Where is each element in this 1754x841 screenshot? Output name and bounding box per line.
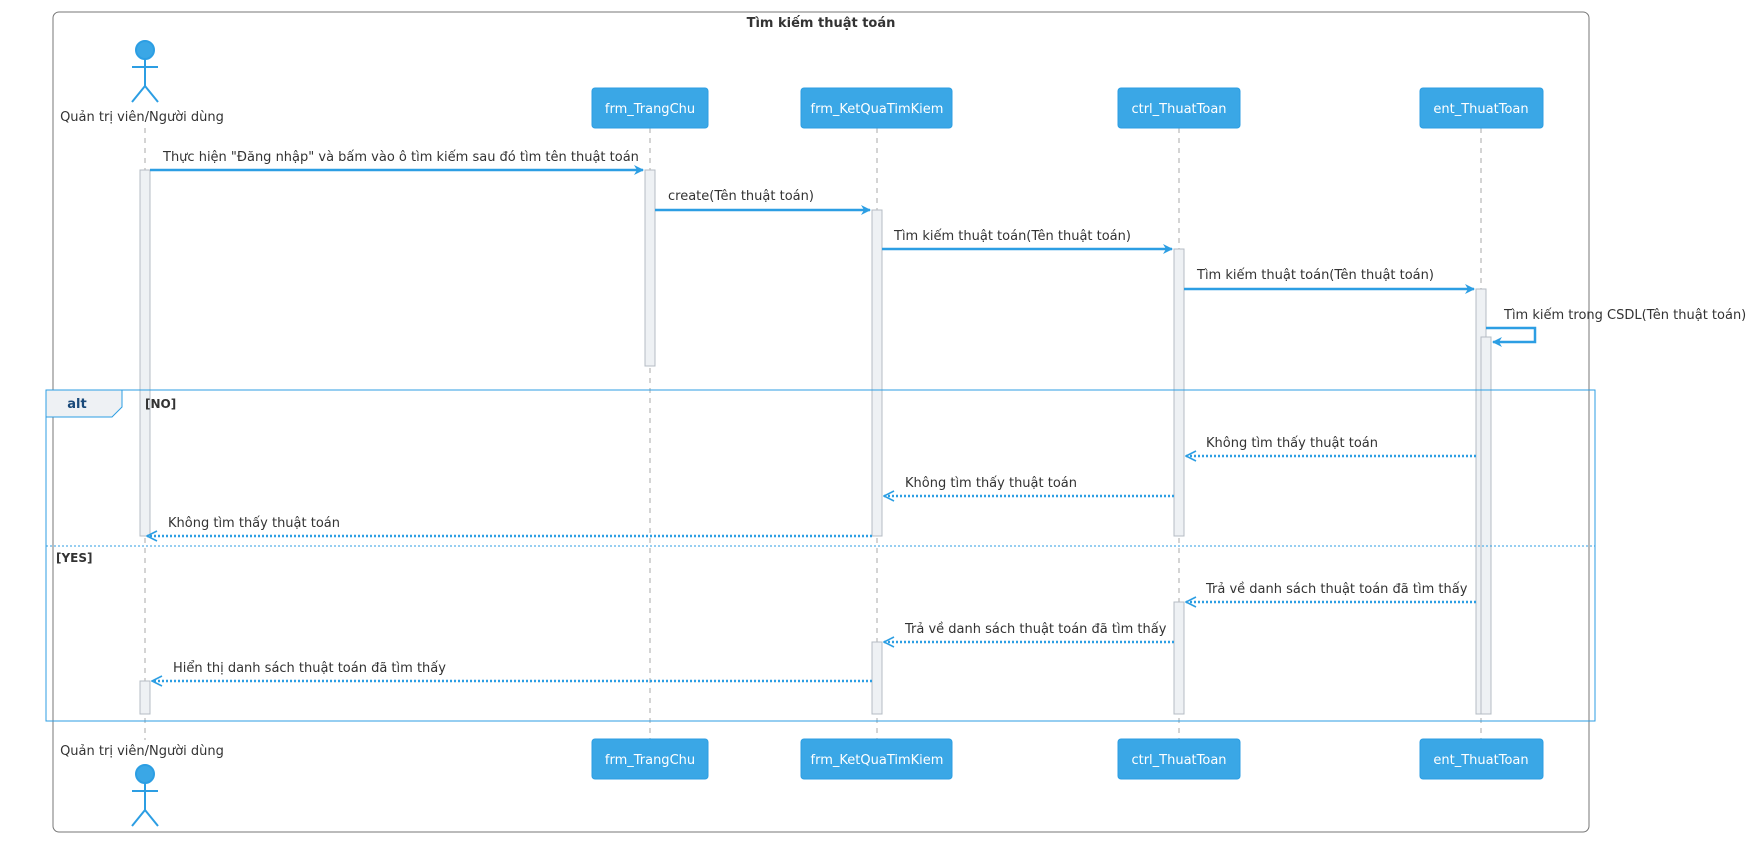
message-label: Trả về danh sách thuật toán đã tìm thấy <box>1205 582 1468 597</box>
message-label: Không tìm thấy thuật toán <box>168 516 340 531</box>
alt-guard-yes: [YES] <box>56 551 93 565</box>
message-label: Tìm kiếm thuật toán(Tên thuật toán) <box>893 229 1131 244</box>
message-10-return: Trả về danh sách thuật toán đã tìm thấy <box>884 622 1174 642</box>
activation-ctrl-thuattoan-2 <box>1173 601 1185 715</box>
actor-top[interactable]: Quản trị viên/Người dùng <box>60 40 224 125</box>
participant-frm-trangchu-bottom[interactable]: frm_TrangChu <box>591 738 709 780</box>
message-label: Không tìm thấy thuật toán <box>905 476 1077 491</box>
participant-label: ent_ThuatToan <box>1433 753 1528 768</box>
message-4: Tìm kiếm thuật toán(Tên thuật toán) <box>1184 268 1475 294</box>
message-9-return: Trả về danh sách thuật toán đã tìm thấy <box>1186 582 1476 602</box>
activation-ent-thuattoan-2 <box>1480 336 1492 715</box>
message-label: Trả về danh sách thuật toán đã tìm thấy <box>904 622 1167 637</box>
participant-label: ctrl_ThuatToan <box>1131 753 1226 768</box>
activation-ctrl-thuattoan-1 <box>1173 248 1185 537</box>
participant-label: ctrl_ThuatToan <box>1131 102 1226 117</box>
activations <box>139 169 1492 715</box>
message-label: Hiển thị danh sách thuật toán đã tìm thấ… <box>173 661 446 676</box>
message-label: Thực hiện "Đăng nhập" và bấm vào ô tìm k… <box>162 150 639 165</box>
message-8-return: Không tìm thấy thuật toán <box>147 516 872 536</box>
actor-icon <box>131 764 159 827</box>
alt-keyword: alt <box>67 397 86 412</box>
participant-label: frm_TrangChu <box>605 753 695 768</box>
message-7-return: Không tìm thấy thuật toán <box>884 476 1174 496</box>
actor-label-bottom: Quản trị viên/Người dùng <box>60 744 224 759</box>
participant-ent-thuattoan-top[interactable]: ent_ThuatToan <box>1419 87 1544 129</box>
actor-icon <box>131 40 159 103</box>
message-1: Thực hiện "Đăng nhập" và bấm vào ô tìm k… <box>150 150 644 175</box>
activation-frm-trangchu <box>644 169 656 367</box>
message-label: create(Tên thuật toán) <box>668 189 814 204</box>
message-label: Tìm kiếm thuật toán(Tên thuật toán) <box>1196 268 1434 283</box>
alt-guard-no: [NO] <box>145 397 176 411</box>
lifelines <box>144 128 1482 740</box>
message-5-self: Tìm kiếm trong CSDL(Tên thuật toán) <box>1486 308 1746 347</box>
participant-label: frm_TrangChu <box>605 102 695 117</box>
participant-label: frm_KetQuaTimKiem <box>811 753 944 768</box>
message-label: Không tìm thấy thuật toán <box>1206 436 1378 451</box>
actor-label-top: Quản trị viên/Người dùng <box>60 110 224 125</box>
participant-label: ent_ThuatToan <box>1433 102 1528 117</box>
message-2: create(Tên thuật toán) <box>655 189 871 215</box>
participant-frm-ketquatimkiem-top[interactable]: frm_KetQuaTimKiem <box>800 87 953 129</box>
message-3: Tìm kiếm thuật toán(Tên thuật toán) <box>882 229 1173 254</box>
participant-frm-ketquatimkiem-bottom[interactable]: frm_KetQuaTimKiem <box>800 738 953 780</box>
participant-ctrl-thuattoan-bottom[interactable]: ctrl_ThuatToan <box>1117 738 1241 780</box>
message-label: Tìm kiếm trong CSDL(Tên thuật toán) <box>1503 308 1746 323</box>
message-6-return: Không tìm thấy thuật toán <box>1186 436 1476 456</box>
message-11-return: Hiển thị danh sách thuật toán đã tìm thấ… <box>152 661 872 681</box>
alt-fragment: alt [NO] [YES] <box>45 389 1596 722</box>
frame-title: Tìm kiếm thuật toán <box>747 16 896 31</box>
diagram-frame: Tìm kiếm thuật toán <box>52 11 1590 833</box>
activation-frm-ketquatimkiem-2 <box>871 641 883 715</box>
participant-ctrl-thuattoan-top[interactable]: ctrl_ThuatToan <box>1117 87 1241 129</box>
activation-actor-1 <box>139 169 151 537</box>
participant-label: frm_KetQuaTimKiem <box>811 102 944 117</box>
participant-ent-thuattoan-bottom[interactable]: ent_ThuatToan <box>1419 738 1544 780</box>
actor-bottom[interactable]: Quản trị viên/Người dùng <box>60 744 224 827</box>
participant-frm-trangchu-top[interactable]: frm_TrangChu <box>591 87 709 129</box>
activation-actor-2 <box>139 680 151 715</box>
activation-frm-ketquatimkiem-1 <box>871 209 883 537</box>
